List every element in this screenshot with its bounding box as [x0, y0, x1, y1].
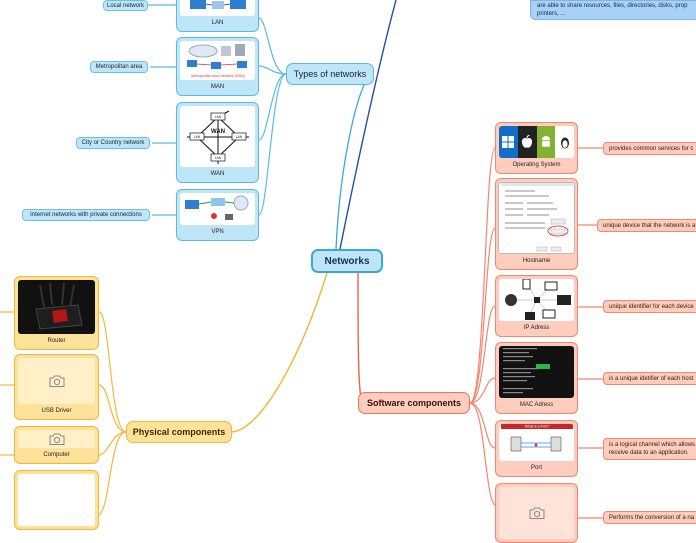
router-icon — [34, 282, 83, 330]
port-diagram-icon: What is a Port? — [500, 424, 573, 451]
wan-lan-label: LAN — [193, 135, 200, 139]
lan-image — [180, 0, 255, 16]
camera-icon — [49, 433, 64, 445]
mindmap-edges — [0, 0, 603, 519]
hostname-caption: Hostname — [522, 258, 551, 264]
operating-system-description[interactable]: provides common services for c — [603, 142, 696, 155]
ip-address-card[interactable]: IP Adress — [495, 275, 578, 337]
port-description-line-1: is a logical channel which allows — [609, 442, 696, 448]
note-line-1: are able to share resources, files, dire… — [537, 3, 688, 9]
wan-description[interactable]: City or Country network — [76, 137, 150, 149]
port-caption: Port — [530, 465, 542, 471]
hostname-card[interactable]: Hostname — [495, 178, 578, 270]
usb-driver-image — [18, 358, 95, 404]
router-image — [18, 280, 95, 334]
port-card[interactable]: What is a Port? Port — [495, 420, 578, 477]
vpn-diagram-icon — [184, 195, 248, 220]
types-of-networks-node[interactable]: Types of networks — [286, 63, 374, 85]
hostname-image — [498, 182, 575, 254]
wan-image: LAN LAN LAN LAN WAN — [180, 106, 255, 167]
lan-diagram-icon — [189, 0, 246, 9]
operating-system-caption: Operating System — [512, 162, 561, 168]
operating-system-card[interactable]: Operating System — [495, 122, 578, 174]
camera-icon — [49, 375, 64, 387]
linux-icon — [555, 126, 574, 158]
computer-image — [18, 430, 95, 448]
physical-card-partial[interactable] — [14, 470, 99, 530]
port-image-text: What is a Port? — [524, 424, 549, 428]
man-image-text: Metropolitan Area Network (MAN) — [191, 74, 245, 78]
physical-components-node[interactable]: Physical components — [126, 421, 232, 443]
mac-address-caption: MAC Adress — [519, 402, 554, 408]
android-icon — [536, 126, 556, 158]
root-node[interactable]: Networks — [311, 249, 383, 273]
vpn-card[interactable]: VPN — [176, 189, 259, 241]
vpn-caption: VPN — [211, 229, 224, 235]
wan-caption: WAN — [210, 171, 225, 177]
usb-driver-caption: USB Driver — [41, 408, 72, 414]
windows-icon — [499, 126, 518, 158]
wan-diagram-icon: LAN LAN LAN LAN WAN — [186, 110, 249, 164]
router-caption: Router — [47, 338, 66, 344]
software-partial-description[interactable]: Performs the conversion of a na — [603, 511, 696, 524]
camera-icon — [529, 507, 544, 519]
man-card[interactable]: Metropolitan Area Network (MAN) MAN — [176, 37, 259, 96]
operating-system-image — [499, 126, 574, 158]
wan-lan-label: LAN — [214, 156, 221, 160]
note-box: are able to share resources, files, dire… — [530, 0, 696, 20]
software-card-partial[interactable] — [495, 483, 578, 543]
terminal-screenshot-icon — [502, 348, 550, 394]
hostname-dialog-icon — [500, 183, 573, 252]
software-components-node[interactable]: Software components — [358, 392, 470, 414]
usb-driver-card[interactable]: USB Driver — [14, 354, 99, 420]
mac-address-image — [499, 346, 574, 398]
computer-card[interactable]: Computer — [14, 426, 99, 464]
wan-lan-label: LAN — [214, 115, 221, 119]
ip-address-image — [499, 279, 574, 321]
wan-lan-label: LAN — [235, 135, 242, 139]
port-description-line-2: receive data to an application. — [609, 450, 689, 456]
port-image: What is a Port? — [499, 424, 574, 461]
vpn-description[interactable]: Internet networks with private connectio… — [22, 209, 150, 221]
port-description[interactable]: is a logical channel which allows receiv… — [603, 438, 696, 460]
apple-icon — [517, 126, 537, 158]
note-line-2: printers, ... — [537, 11, 566, 17]
physical-card-partial-image — [18, 474, 95, 526]
hostname-description[interactable]: unique device that the network is a — [597, 219, 696, 232]
ip-address-caption: IP Adress — [523, 325, 550, 331]
wan-image-text: WAN — [211, 129, 225, 135]
man-image: Metropolitan Area Network (MAN) — [180, 41, 255, 80]
vpn-image — [180, 193, 255, 225]
lan-caption: LAN — [211, 20, 224, 26]
mac-address-card[interactable]: MAC Adress — [495, 342, 578, 414]
computer-caption: Computer — [43, 452, 70, 458]
mac-address-description[interactable]: is a unique idetifier of each host — [603, 372, 696, 385]
network-devices-icon — [504, 279, 571, 320]
wan-card[interactable]: LAN LAN LAN LAN WAN WAN — [176, 102, 259, 183]
lan-description[interactable]: Local network — [103, 0, 148, 11]
ip-address-description[interactable]: unique identifier for each device — [603, 300, 696, 313]
man-diagram-icon: Metropolitan Area Network (MAN) — [186, 43, 247, 78]
router-card[interactable]: Router — [14, 276, 99, 350]
man-caption: MAN — [210, 84, 225, 90]
man-description[interactable]: Metropolitan area — [90, 61, 148, 73]
software-card-partial-image — [499, 487, 574, 539]
lan-card[interactable]: LAN — [176, 0, 259, 32]
